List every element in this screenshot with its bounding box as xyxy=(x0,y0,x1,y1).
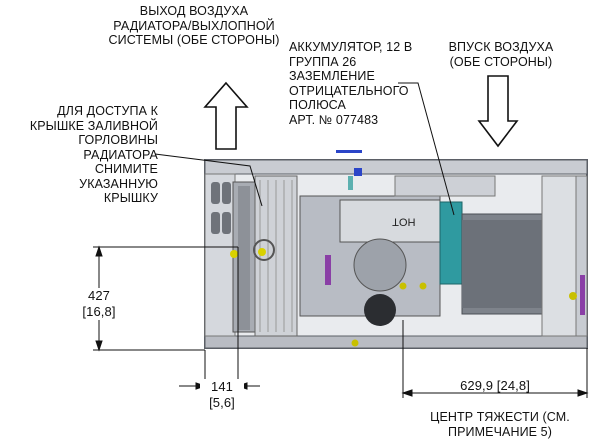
intake-arrow xyxy=(477,75,519,148)
exhaust-line-2: РАДИАТОРА/ВЫХЛОПНОЙ xyxy=(113,18,275,33)
exhaust-label: ВЫХОД ВОЗДУХА РАДИАТОРА/ВЫХЛОПНОЙ СИСТЕМ… xyxy=(96,4,292,48)
intake-label: ВПУСК ВОЗДУХА (ОБЕ СТОРОНЫ) xyxy=(436,40,566,69)
offset-in: [5,6] xyxy=(209,395,235,410)
exhaust-line-1: ВЫХОД ВОЗДУХА xyxy=(139,4,249,18)
intake-line-1: ВПУСК ВОЗДУХА xyxy=(448,40,554,54)
exhaust-arrow xyxy=(203,81,249,150)
dimension-lines xyxy=(93,245,589,398)
battery-line-1: АККУМУЛЯТОР, 12 В xyxy=(289,40,413,54)
cg-line-1: ЦЕНТР ТЯЖЕСТИ (СМ. xyxy=(430,410,570,424)
cover-line-7: КРЫШКУ xyxy=(103,191,158,205)
leader-lines xyxy=(154,82,455,216)
cover-line-1: ДЛЯ ДОСТУПА К xyxy=(57,104,158,118)
battery-line-6: АРТ. № 077483 xyxy=(289,112,379,127)
battery-label: АККУМУЛЯТОР, 12 В ГРУППА 26 ЗАЗЕМЛЕНИЕ О… xyxy=(289,40,439,127)
battery-line-5: ПОЛЮСА xyxy=(289,98,346,112)
radiator-cover-label: ДЛЯ ДОСТУПА К КРЫШКЕ ЗАЛИВНОЙ ГОРЛОВИНЫ … xyxy=(2,104,158,206)
offset-dimension: 141 [5,6] xyxy=(200,379,244,411)
cover-line-5: СНИМИТЕ xyxy=(94,162,158,176)
cg-line-2: ПРИМЕЧАНИЕ 5) xyxy=(448,424,552,439)
cover-line-4: РАДИАТОРА xyxy=(83,147,158,162)
battery-line-4: ОТРИЦАТЕЛЬНОГО xyxy=(289,83,409,98)
generator-enclosure xyxy=(204,150,588,349)
cover-line-6: УКАЗАННУЮ xyxy=(79,176,158,191)
battery-line-3: ЗАЗЕМЛЕНИЕ xyxy=(289,69,375,83)
engine-hot-mark: HOT xyxy=(392,215,416,228)
cover-line-2: КРЫШКЕ ЗАЛИВНОЙ xyxy=(29,118,158,133)
cover-line-3: ГОРЛОВИНЫ xyxy=(78,133,158,147)
cg-label: ЦЕНТР ТЯЖЕСТИ (СМ. ПРИМЕЧАНИЕ 5) xyxy=(420,410,580,439)
intake-line-2: (ОБЕ СТОРОНЫ) xyxy=(449,54,553,69)
height-mm: 427 xyxy=(88,288,110,303)
exhaust-line-3: СИСТЕМЫ (ОБЕ СТОРОНЫ) xyxy=(108,33,280,47)
height-dimension: 427 [16,8] xyxy=(74,288,124,320)
cg-dimension: 629,9 [24,8] xyxy=(460,378,530,393)
offset-mm: 141 xyxy=(200,379,244,395)
battery-line-2: ГРУППА 26 xyxy=(289,54,357,69)
height-in: [16,8] xyxy=(82,304,116,319)
